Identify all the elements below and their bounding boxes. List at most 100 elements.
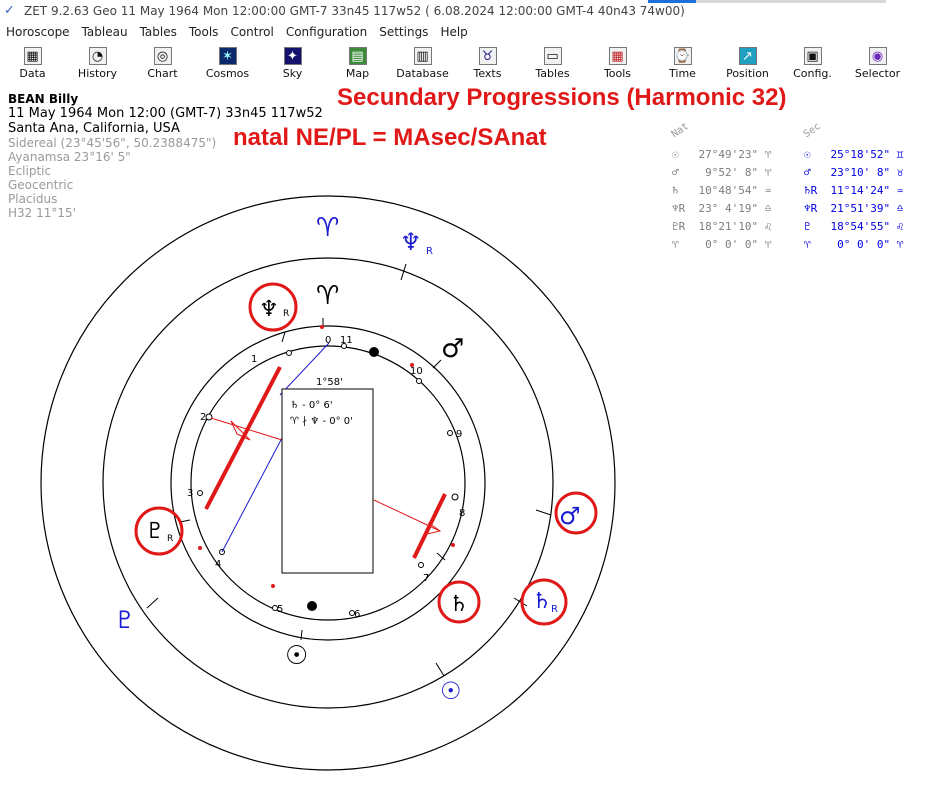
toolbar-label: Sky (282, 67, 303, 80)
title-bar-accent (648, 0, 696, 3)
natal-row: ♇R 18°21'10" ♌ (672, 220, 772, 233)
natal-row: ♈ 0° 0' 0" ♈ (672, 238, 772, 251)
aspect-line-saturn: ♄ - 0° 6' (290, 400, 333, 411)
natal-row: ☉ 27°49'23" ♈ (672, 148, 772, 161)
house-cusp-markers (197, 343, 459, 616)
menu-help[interactable]: Help (440, 25, 468, 39)
house-number-9: 9 (456, 429, 462, 440)
house-number-5: 5 (277, 604, 283, 615)
house-ring-inner (190, 345, 466, 621)
data-icon: ▦ (23, 47, 42, 65)
house-number-1: 1 (251, 354, 257, 365)
natal-column: Nat ☉ 27°49'23" ♈ ♂ 9°52' 8" ♈ ♄ 10°48'5… (670, 121, 772, 254)
house-ring-outer (170, 325, 486, 641)
natal-neptune-retro: R (283, 309, 289, 319)
toolbar-database-button[interactable]: ▥Database (390, 44, 455, 82)
toolbar-label: Config. (793, 67, 832, 80)
toolbar-label: History (77, 67, 118, 80)
secondary-saturn-retro: R (551, 604, 558, 615)
annotation-title: Secundary Progressions (Harmonic 32) (337, 84, 787, 111)
secondary-row: ♇ 18°54'55" ♌ (804, 220, 904, 233)
aspect-line-aries-neptune: ♈ ∤ ♆ - 0° 0' (290, 416, 353, 427)
history-icon: ◔ (88, 47, 107, 65)
cosmos-icon: ✶ (218, 47, 237, 65)
house-number-10: 10 (410, 366, 423, 377)
map-icon: ▤ (348, 47, 367, 65)
position-icon: ↗ (738, 47, 757, 65)
toolbar-cosmos-button[interactable]: ✶ Cosmos (195, 44, 260, 82)
coordinate-system: Ecliptic (8, 164, 52, 178)
toolbar-label: Time (669, 67, 696, 80)
toolbar-history-button[interactable]: ◔ History (65, 44, 130, 82)
tools-icon: ▦ (608, 47, 627, 65)
toolbar-time-button[interactable]: ⌚ Time (650, 44, 715, 82)
menu-control[interactable]: Control (230, 25, 274, 39)
aspect-line-blue-1 (279, 342, 330, 396)
toolbar-label: Texts (473, 67, 502, 80)
config-icon: ▣ (803, 47, 822, 65)
toolbar-label: Tables (535, 67, 570, 80)
app-icon: ✓ (4, 3, 15, 18)
toolbar-chart-button[interactable]: ◎Chart (130, 44, 195, 82)
natal-saturn-glyph: ♄ (449, 592, 469, 617)
tables-icon: ▭ (543, 47, 562, 65)
texts-icon: ♉ (478, 47, 497, 65)
database-icon: ▥ (413, 47, 432, 65)
center-type: Geocentric (8, 178, 74, 192)
zodiac-mode: Sidereal (23°45'56", 50.2388475") (8, 136, 217, 150)
secondary-row: ♄R 11°14'24" ♒ (804, 184, 904, 197)
secondary-saturn-glyph: ♄ (532, 589, 552, 614)
birth-place: Santa Ana, California, USA (8, 121, 180, 136)
menu-tableau[interactable]: Tableau (81, 25, 128, 39)
sky-icon: ✦ (283, 47, 302, 65)
secondary-row: ♆R 21°51'39" ♎ (804, 202, 904, 215)
toolbar-label: Data (19, 67, 46, 80)
person-name: BEAN Billy (8, 92, 79, 106)
natal-pluto-retro: R (167, 534, 173, 544)
secondary-column: Sec ☉ 25°18'52" ♊ ♂ 23°10' 8" ♉ ♄R 11°14… (802, 121, 904, 254)
toolbar-tables-button[interactable]: ▭ Tables (520, 44, 585, 82)
secondary-neptune-glyph: ♆ (400, 228, 422, 256)
toolbar-label: Selector (854, 67, 901, 80)
toolbar-position-button[interactable]: ↗Position (715, 44, 780, 82)
toolbar-selector-button[interactable]: ◉ Selector (845, 44, 910, 82)
toolbar-tools-button[interactable]: ▦ Tools (585, 44, 650, 82)
menu-configuration[interactable]: Configuration (285, 25, 368, 39)
house-system: Placidus (8, 192, 58, 206)
menu-tables[interactable]: Tables (139, 25, 177, 39)
secondary-aries-glyph: ♈ (316, 213, 339, 243)
chart-icon: ◎ (153, 47, 172, 65)
secondary-sun-glyph: ☉ (440, 677, 462, 705)
toolbar-sky-button[interactable]: ✦ Sky (260, 44, 325, 82)
menu-tools[interactable]: Tools (188, 25, 219, 39)
natal-row: ♂ 9°52' 8" ♈ (672, 166, 772, 179)
title-bar-strip (696, 0, 886, 3)
secondary-neptune-retro: R (426, 246, 433, 257)
time-icon: ⌚ (673, 47, 692, 65)
menu-settings[interactable]: Settings (379, 25, 429, 39)
title-bar: ✓ ZET 9.2.63 Geo 11 May 1964 Mon 12:00:0… (0, 0, 947, 22)
ayanamsa: Ayanamsa 23°16' 5" (8, 150, 131, 164)
toolbar-texts-button[interactable]: ♉ Texts (455, 44, 520, 82)
natal-row: ♆R 23° 4'19" ♎ (672, 202, 772, 215)
natal-row: ♄ 10°48'54" ♒ (672, 184, 772, 197)
secondary-pluto-glyph: ♇ (114, 606, 136, 634)
secondary-row: ☉ 25°18'52" ♊ (804, 148, 904, 161)
aspect-info-box (281, 388, 374, 574)
toolbar-data-button[interactable]: ▦ Data (0, 44, 65, 82)
toolbar-label: Map (345, 67, 370, 80)
toolbar-config-button[interactable]: ▣ Config. (780, 44, 845, 82)
selector-icon: ◉ (868, 47, 887, 65)
window-title: ZET 9.2.63 Geo 11 May 1964 Mon 12:00:00 … (24, 4, 685, 18)
house-number-8: 8 (459, 508, 465, 519)
natal-aries-glyph: ♈ (316, 281, 339, 311)
house-number-7: 7 (423, 573, 429, 584)
birth-datetime: 11 May 1964 Mon 12:00 (GMT-7) 33n45 117w… (8, 106, 323, 121)
toolbar-label: Tools (603, 67, 632, 80)
toolbar-map-button[interactable]: ▤ Map (325, 44, 390, 82)
horoscope-info: BEAN Billy 11 May 1964 Mon 12:00 (GMT-7)… (8, 92, 323, 220)
toolbar-label: Cosmos (205, 67, 250, 80)
menu-horoscope[interactable]: Horoscope (6, 25, 70, 39)
toolbar: ▦Data ◔History ◎Chart ✶Cosmos ✦Sky ▤Map … (0, 44, 947, 82)
